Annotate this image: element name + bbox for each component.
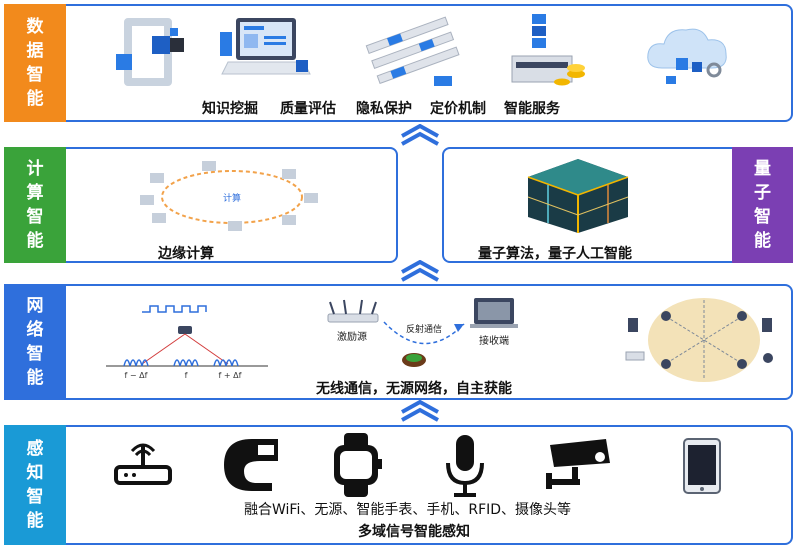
network-caption: 无线通信，无源网络，自主获能: [316, 381, 512, 397]
freq-left-label: f − Δf: [125, 371, 148, 380]
pricing-mechanism-icon: [511, 14, 585, 86]
edge-computing-diagram: 计算: [140, 161, 318, 231]
microphone-icon: [446, 435, 484, 497]
data-intelligence-layer: 数 据 智 能: [4, 4, 793, 122]
wireless-network-diagram: [625, 298, 773, 382]
edge-computing-caption: 边缘计算: [158, 246, 214, 262]
smart-service-caption: 智能服务: [504, 101, 560, 117]
camera-icon: [546, 439, 610, 489]
freq-mid-label: f: [185, 371, 188, 380]
compute-intelligence-label: 计 算 智 能: [4, 147, 66, 263]
network-intelligence-label: 网 络 智 能: [4, 284, 66, 400]
data-intelligence-label: 数 据 智 能: [4, 4, 66, 122]
smart-band-icon: [224, 439, 278, 491]
compute-intelligence-panel: 计算 边缘计算: [66, 147, 398, 263]
backscatter-diagram: 激励源 反射通信 接收端: [327, 298, 518, 367]
quality-assessment-caption: 质量评估: [280, 101, 336, 117]
quantum-cube-icon: [527, 159, 629, 233]
quality-assessment-icon: [220, 18, 311, 75]
network-intelligence-layer: 网 络 智 能 f − Δf f f + Δf 激励源: [4, 284, 793, 400]
sensing-intelligence-panel: 融合WiFi、无源、智能手表、手机、RFID、摄像头等 多域信号智能感知: [66, 425, 793, 545]
knowledge-mining-icon: [116, 18, 184, 86]
wifi-router-icon: [114, 443, 172, 485]
smart-watch-icon: [334, 433, 382, 497]
quantum-caption: 量子算法，量子人工智能: [478, 246, 632, 262]
quantum-intelligence-label: 量 子 智 能: [732, 147, 793, 263]
pricing-mechanism-caption: 定价机制: [430, 101, 486, 117]
backscatter-label: 反射通信: [406, 323, 442, 335]
data-intelligence-panel: 知识挖掘 质量评估 隐私保护 定价机制 智能服务: [66, 4, 793, 122]
privacy-protection-caption: 隐私保护: [356, 101, 412, 117]
chevron-up-icon: [401, 260, 439, 282]
sensing-caption: 多域信号智能感知: [358, 524, 470, 540]
sensing-intelligence-layer: 感 知 智 能: [4, 425, 793, 545]
compute-intelligence-layer: 计 算 智 能 计算 边缘计算: [4, 147, 398, 263]
exciter-label: 激励源: [337, 330, 367, 343]
receiver-label: 接收端: [479, 334, 509, 347]
device-list-caption: 融合WiFi、无源、智能手表、手机、RFID、摄像头等: [244, 502, 572, 518]
frequency-shift-diagram: f − Δf f f + Δf: [106, 305, 268, 380]
smart-service-icon: [647, 28, 727, 84]
chevron-up-icon: [401, 124, 439, 146]
quantum-intelligence-panel: 量子算法，量子人工智能: [442, 147, 732, 263]
knowledge-mining-caption: 知识挖掘: [202, 101, 258, 117]
quantum-intelligence-layer: 量子算法，量子人工智能 量 子 智 能: [442, 147, 793, 263]
freq-right-label: f + Δf: [219, 371, 242, 380]
sensing-intelligence-label: 感 知 智 能: [4, 425, 66, 545]
chevron-up-icon: [401, 400, 439, 422]
network-intelligence-panel: f − Δf f f + Δf 激励源 反射通信 接收端: [66, 284, 793, 400]
tablet-icon: [683, 438, 721, 494]
compute-center-text: 计算: [223, 192, 241, 204]
privacy-protection-icon: [365, 16, 460, 86]
